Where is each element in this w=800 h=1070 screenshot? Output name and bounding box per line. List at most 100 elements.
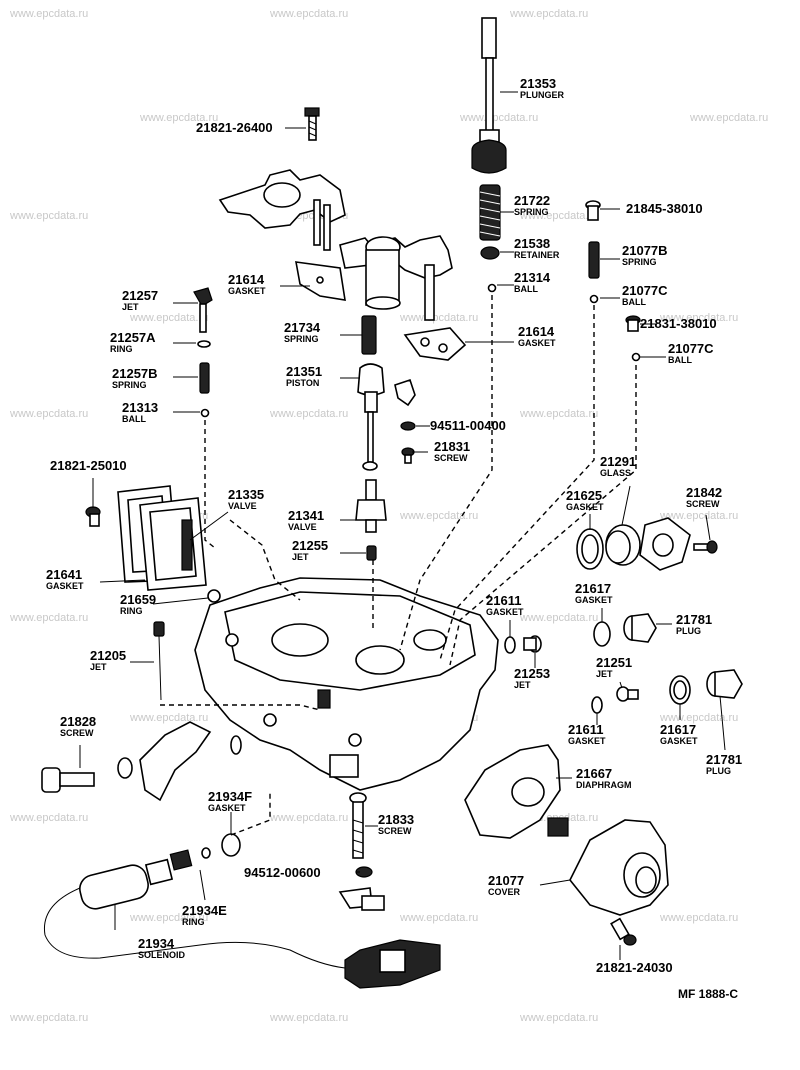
part-name: GASKET bbox=[228, 286, 266, 296]
watermark-text: www.epcdata.ru bbox=[400, 510, 479, 522]
part-name: PLUG bbox=[676, 626, 701, 636]
part-name: SCREW bbox=[378, 826, 412, 836]
part-number: 21722 bbox=[514, 193, 550, 208]
screw-21842-drawing bbox=[693, 540, 718, 554]
watermark-text: www.epcdata.ru bbox=[520, 408, 599, 420]
linkage-housing-drawing bbox=[218, 169, 453, 321]
part-name: JET bbox=[596, 669, 613, 679]
part-number: 21734 bbox=[284, 320, 321, 335]
part-name: GASKET bbox=[660, 736, 698, 746]
bracket-drawing bbox=[394, 378, 416, 407]
part-number: 21821-24030 bbox=[596, 960, 673, 975]
part-number: 21625 bbox=[566, 488, 602, 503]
leader-lines bbox=[79, 91, 726, 960]
part-name: SPRING bbox=[514, 207, 549, 217]
part-name: SOLENOID bbox=[138, 950, 186, 960]
part-number: 94511-00400 bbox=[430, 418, 506, 433]
part-illustrations bbox=[41, 17, 743, 989]
part-number: 21614 bbox=[228, 272, 265, 287]
screw-21821-24030-drawing bbox=[610, 917, 637, 946]
part-name: DIAPHRAGM bbox=[576, 780, 632, 790]
watermark-text: www.epcdata.ru bbox=[270, 1012, 349, 1024]
part-number: 21255 bbox=[292, 538, 328, 553]
part-name: GASKET bbox=[568, 736, 606, 746]
spring-21077b-drawing bbox=[588, 241, 600, 279]
part-number: 21611 bbox=[486, 593, 521, 608]
watermark-text: www.epcdata.ru bbox=[520, 210, 599, 222]
screw-21833-drawing bbox=[349, 792, 367, 859]
watermark-text: www.epcdata.ru bbox=[10, 1012, 89, 1024]
part-number: 21611 bbox=[568, 722, 603, 737]
piston-drawing bbox=[357, 363, 385, 471]
watermark-text: www.epcdata.ru bbox=[270, 8, 349, 20]
watermark-text: www.epcdata.ru bbox=[130, 312, 209, 324]
part-name: BALL bbox=[122, 414, 146, 424]
part-name: JET bbox=[514, 680, 531, 690]
watermark-text: www.epcdata.ru bbox=[270, 408, 349, 420]
part-number: 21351 bbox=[286, 364, 322, 379]
valve-21341-drawing bbox=[355, 479, 387, 533]
part-number: 21257 bbox=[122, 288, 158, 303]
part-number: 21934E bbox=[182, 903, 227, 918]
part-name: RING bbox=[120, 606, 143, 616]
part-number: 21314 bbox=[514, 270, 551, 285]
watermark-text: www.epcdata.ru bbox=[130, 912, 209, 924]
part-number: 21781 bbox=[706, 752, 742, 767]
part-number: 21077C bbox=[622, 283, 668, 298]
part-number: 21845-38010 bbox=[626, 201, 703, 216]
watermark-text: www.epcdata.ru bbox=[10, 210, 89, 222]
gasket-21934f-drawing bbox=[221, 833, 241, 857]
cover-21077-drawing bbox=[569, 819, 669, 916]
callout-21831-38010: 21831-38010 bbox=[640, 316, 717, 331]
glass-21291-drawing bbox=[605, 524, 641, 566]
watermark-text: www.epcdata.ru bbox=[510, 8, 589, 20]
watermark-text: www.epcdata.ru bbox=[690, 112, 769, 124]
part-name: RING bbox=[182, 917, 205, 927]
part-name: GASKET bbox=[518, 338, 556, 348]
watermark-text: www.epcdata.ru bbox=[400, 312, 479, 324]
jet-21251-drawing bbox=[616, 686, 639, 702]
part-name: RETAINER bbox=[514, 250, 560, 260]
part-name: JET bbox=[90, 662, 107, 672]
jet-21205-drawing bbox=[153, 621, 165, 701]
watermark-text: www.epcdata.ru bbox=[140, 112, 219, 124]
ball-21313-drawing bbox=[200, 408, 210, 418]
part-number: 21205 bbox=[90, 648, 126, 663]
part-number: 21257B bbox=[112, 366, 158, 381]
part-name: PLUNGER bbox=[520, 90, 565, 100]
part-number: 21934 bbox=[138, 936, 175, 951]
screw-21821-25010-drawing bbox=[85, 506, 101, 527]
watermark-text: www.epcdata.ru bbox=[10, 812, 89, 824]
watermark-text: www.epcdata.ru bbox=[10, 408, 89, 420]
screw-21828-drawing bbox=[41, 721, 242, 802]
part-name: COVER bbox=[488, 887, 521, 897]
part-name: SCREW bbox=[434, 453, 468, 463]
ball-21314-drawing bbox=[487, 283, 497, 293]
diaphragm-drawing bbox=[464, 744, 569, 839]
part-number: 21077B bbox=[622, 243, 668, 258]
part-number: 21828 bbox=[60, 714, 96, 729]
part-number: 21659 bbox=[120, 592, 156, 607]
watermark-text: www.epcdata.ru bbox=[520, 612, 599, 624]
part-name: SPRING bbox=[622, 257, 657, 267]
gasket-21611-lower-drawing bbox=[591, 696, 603, 714]
solenoid-drawing bbox=[43, 847, 441, 989]
callout-21821-24030: 21821-24030 bbox=[596, 960, 673, 975]
plug-21781-lower-drawing bbox=[706, 669, 743, 699]
part-name: GASKET bbox=[566, 502, 604, 512]
retainer-drawing bbox=[480, 246, 500, 260]
jet-21253-drawing bbox=[523, 635, 542, 653]
ring-21659-drawing bbox=[207, 589, 221, 603]
